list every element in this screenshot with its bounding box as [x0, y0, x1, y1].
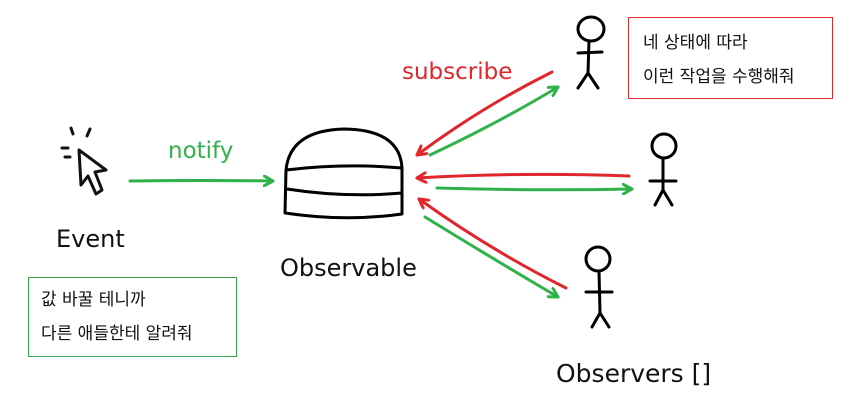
observable-store-icon — [283, 127, 404, 220]
observable-label: Observable — [280, 254, 417, 282]
cursor-click-icon — [60, 126, 108, 196]
event-note-line: 값 바꿀 테니까 — [41, 290, 146, 310]
stick-figure-icon — [576, 15, 606, 90]
observers-label: Observers [] — [556, 359, 712, 388]
stick-figure-icon — [584, 245, 614, 329]
notify-arrow-top — [428, 85, 560, 157]
stick-figure-icon — [648, 132, 678, 207]
observer-note-line: 네 상태에 따라 — [643, 33, 748, 53]
subscribe-arrow-bottom — [417, 197, 568, 290]
subscribe-label: subscribe — [402, 59, 513, 85]
event-label: Event — [56, 225, 125, 253]
notify-arrow — [128, 181, 275, 182]
subscribe-arrow-top — [415, 70, 554, 157]
observer-note-box: 네 상태에 따라 이런 작업을 수행해줘 — [628, 17, 833, 99]
event-note-box: 값 바꿀 테니까 다른 애들한테 알려줘 — [28, 277, 237, 357]
event-note-line: 다른 애들한테 알려줘 — [41, 324, 193, 344]
subscribe-arrow-middle — [415, 174, 631, 178]
observer-note-line: 이런 작업을 수행해줘 — [643, 67, 795, 87]
notify-label: notify — [168, 138, 234, 164]
notify-arrow-bottom — [423, 215, 560, 299]
notify-arrow-middle — [435, 188, 634, 190]
